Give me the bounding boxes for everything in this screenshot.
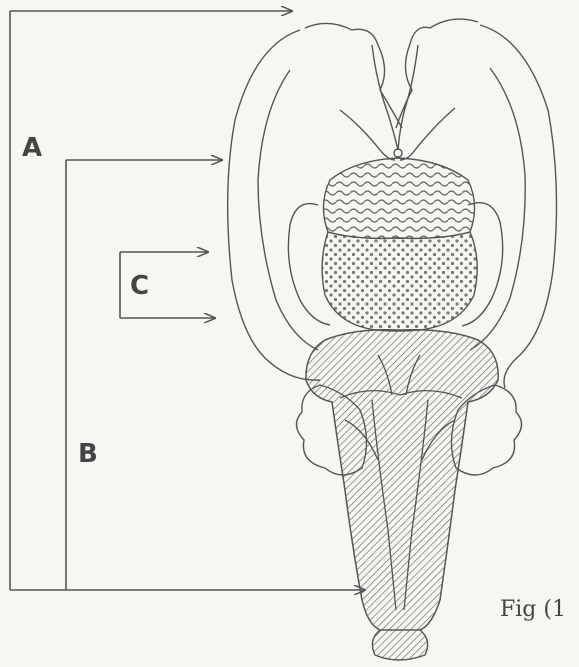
dotted-region [322, 232, 477, 331]
label-b: B [78, 441, 98, 467]
label-a: A [22, 135, 42, 161]
olfactory-region [305, 19, 478, 160]
figure-caption: Fig (1 [500, 597, 566, 622]
wavy-region [323, 158, 474, 238]
label-c: C [130, 273, 149, 299]
bracket-a [10, 11, 292, 590]
brainstem [306, 330, 498, 630]
medulla-cap [372, 630, 427, 660]
